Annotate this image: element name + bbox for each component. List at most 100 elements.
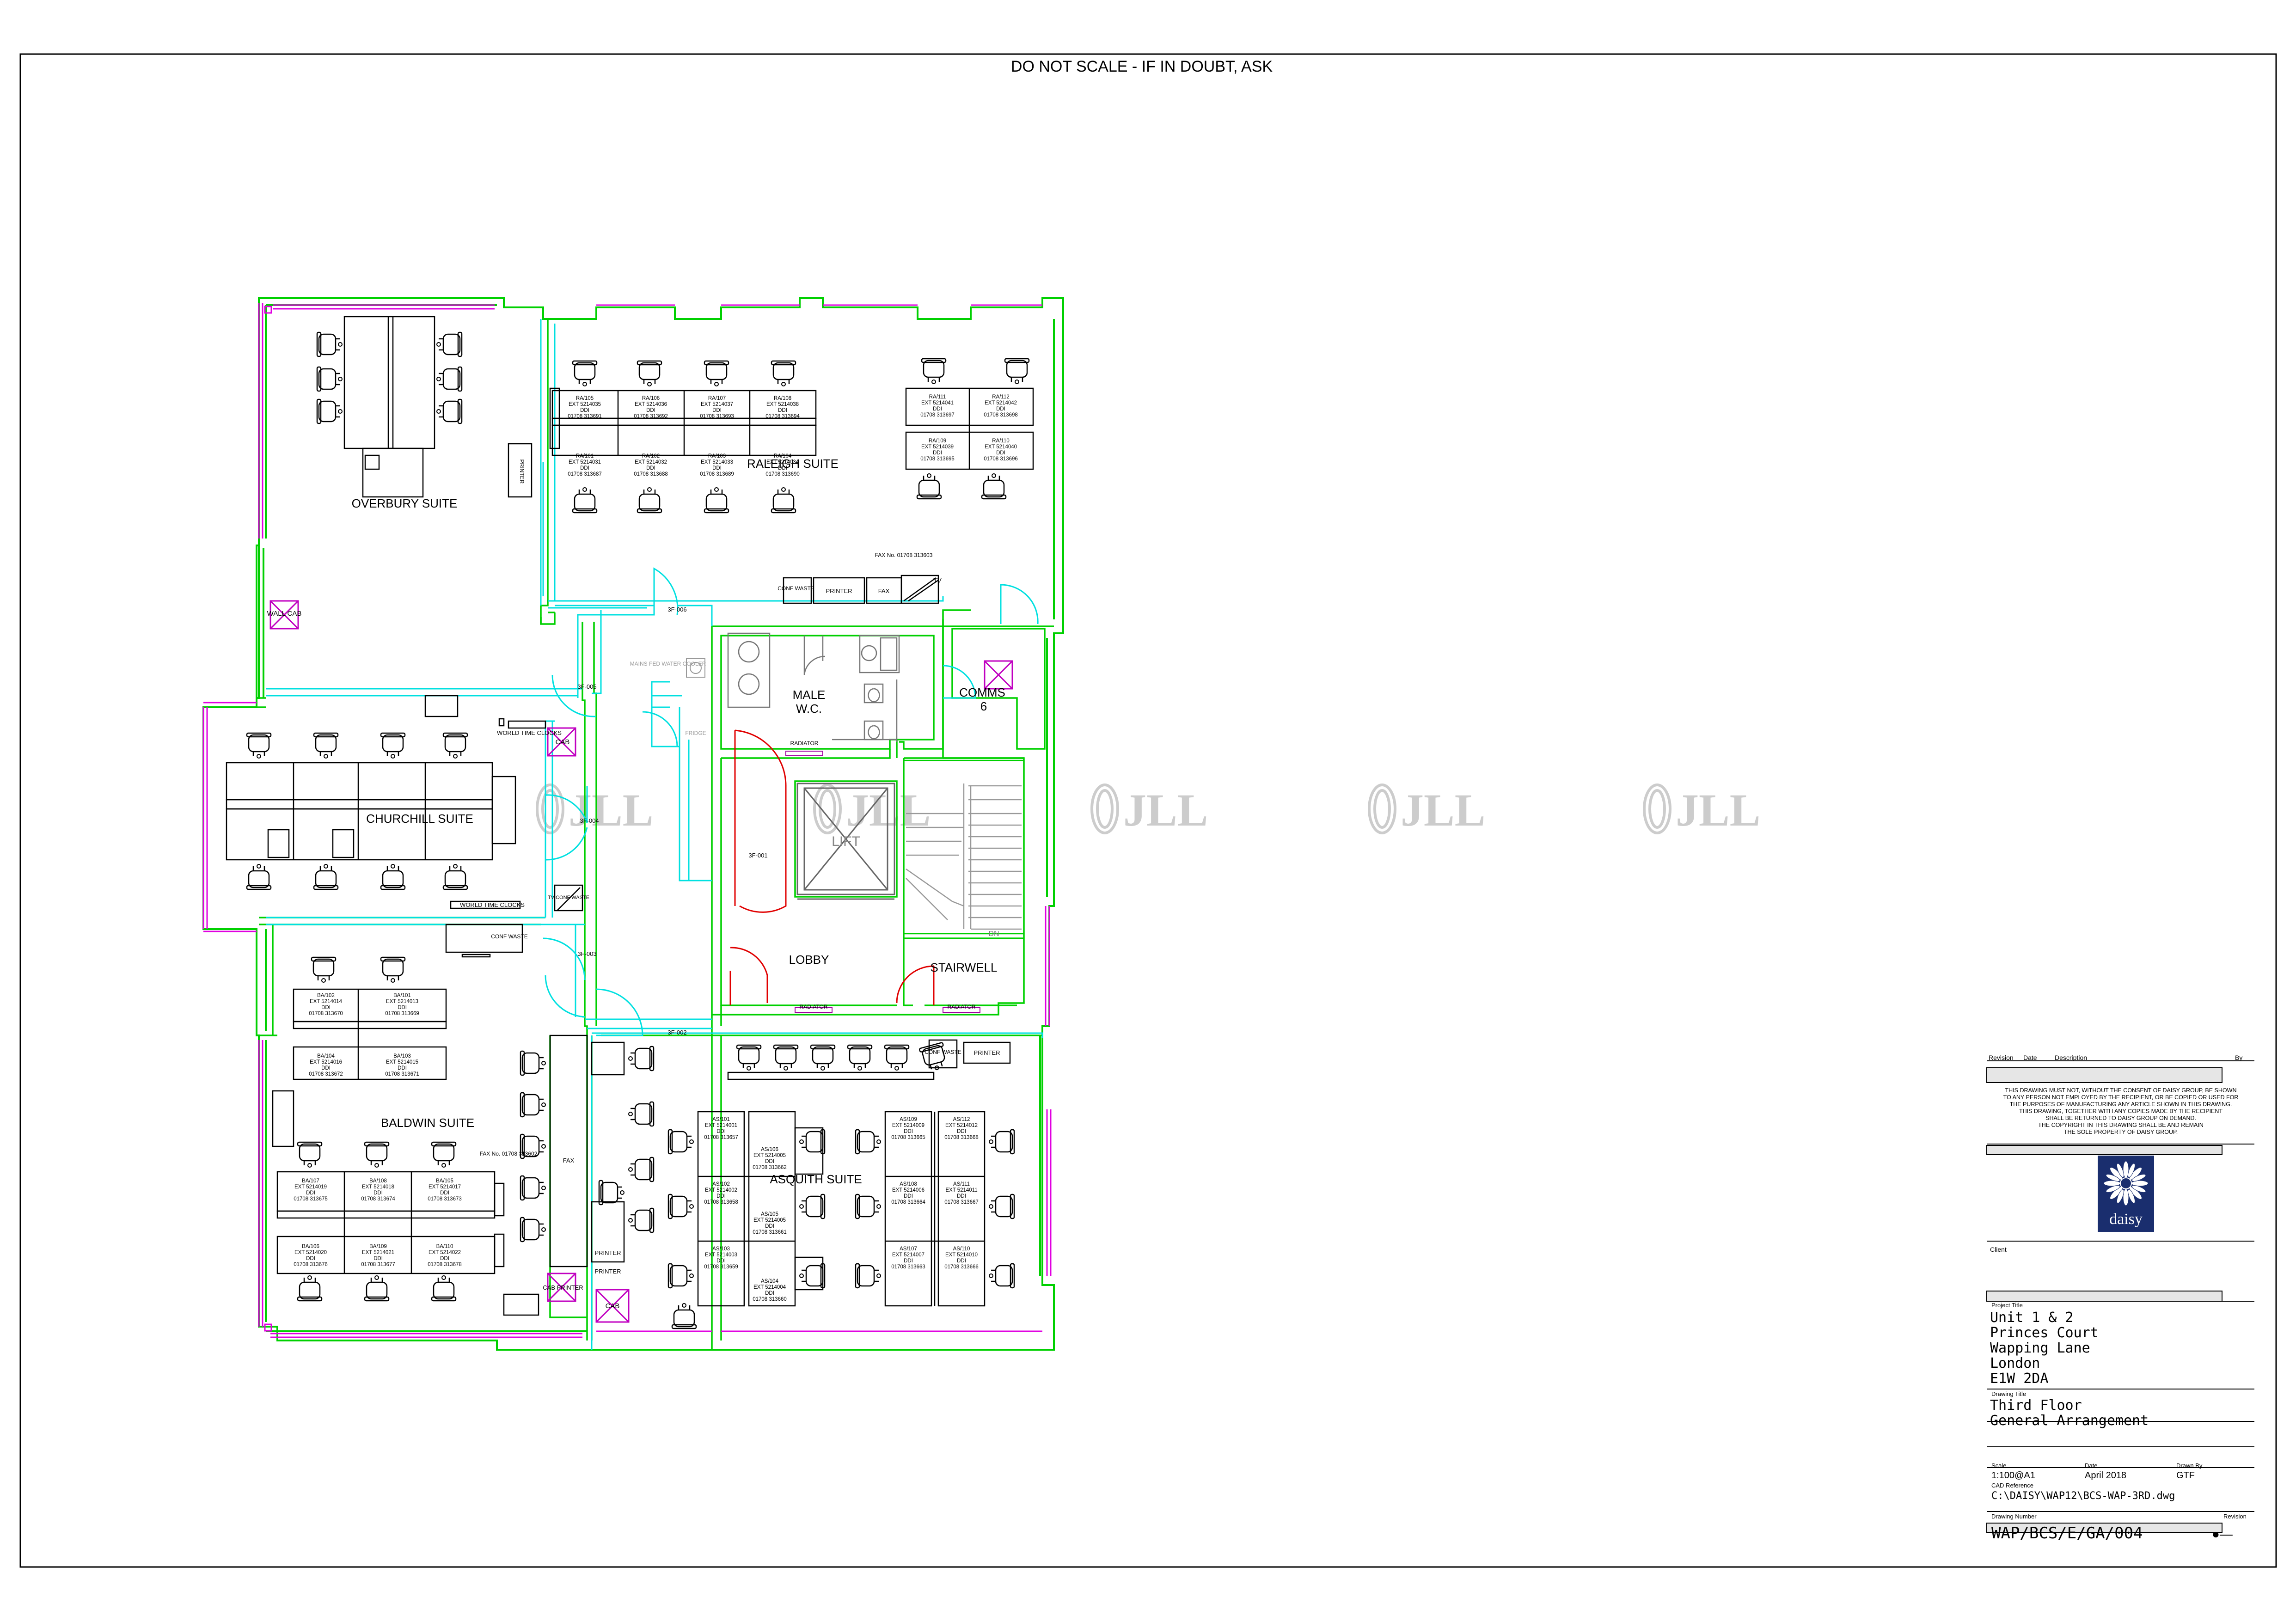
- room-stairwell: STAIRWELL: [931, 961, 998, 974]
- desk-label-line: RA/108: [774, 396, 791, 401]
- tb-drawing-title-label: Drawing Title: [1991, 1390, 2026, 1397]
- desk-label-line: RA/112: [992, 394, 1010, 400]
- watermark-logo: JLL: [536, 783, 653, 836]
- project-title-line: Wapping Lane: [1990, 1340, 2090, 1356]
- desk-label-line: DDI: [904, 1258, 913, 1264]
- desk-label-line: EXT 5214035: [569, 402, 601, 407]
- svg-text:JLL: JLL: [1676, 784, 1760, 836]
- desk-label-line: EXT 5214034: [766, 459, 799, 465]
- radiator-label: RADIATOR: [800, 1004, 828, 1010]
- tb-drawn-by-label: Drawn By: [2176, 1462, 2203, 1469]
- fax-number-label: FAX No. 01708 313603: [875, 552, 933, 558]
- asquith-furniture: [591, 1039, 1015, 1329]
- toilet-icon: [861, 645, 877, 661]
- desk-label-line: 01708 313670: [309, 1011, 343, 1016]
- disclaimer-line: THE PURPOSES OF MANUFACTURING ANY ARTICL…: [2010, 1101, 2232, 1108]
- fax-label: FAX: [878, 588, 890, 594]
- desk-label-line: DDI: [373, 1190, 383, 1196]
- desk-label-line: BA/109: [369, 1244, 387, 1249]
- desk-label-line: 01708 313662: [753, 1165, 787, 1170]
- project-title-line: Princes Court: [1990, 1325, 2099, 1341]
- wall-cab-label: WALL CAB: [267, 610, 302, 618]
- wash-basin-icon: [738, 641, 760, 663]
- desk-label-line: DDI: [716, 1129, 726, 1134]
- desk-label-line: 01708 313678: [428, 1262, 462, 1267]
- desk-label-line: 01708 313671: [385, 1071, 419, 1077]
- desk-label-line: 01708 313663: [891, 1264, 925, 1270]
- room-names: OVERBURY SUITE RALEIGH SUITE CHURCHILL S…: [352, 457, 1005, 1186]
- room-raleigh: RALEIGH SUITE: [747, 457, 839, 471]
- desk-label-line: AS/110: [953, 1246, 970, 1252]
- desk-label-line: DDI: [765, 1159, 774, 1164]
- tv-label: TV: [933, 576, 942, 584]
- desk-label-line: EXT 5214040: [985, 444, 1017, 450]
- tb-drawing-number-value: WAP/BCS/E/GA/004: [1991, 1524, 2143, 1542]
- desk-label-line: DDI: [778, 465, 787, 471]
- desk-label-line: DDI: [373, 1256, 383, 1261]
- world-time-clocks-label: WORLD TIME CLOCKS: [497, 729, 562, 736]
- desk-label-line: EXT 5214010: [945, 1252, 978, 1258]
- desk-label-line: DDI: [904, 1129, 913, 1134]
- desk-label-line: DDI: [440, 1256, 449, 1261]
- desk-label-line: 01708 313657: [704, 1135, 738, 1140]
- desk-label-line: 01708 313687: [568, 471, 602, 477]
- room-baldwin: BALDWIN SUITE: [381, 1116, 474, 1130]
- disclaimer-line: SHALL BE RETURNED TO DAISY GROUP ON DEMA…: [2045, 1115, 2196, 1121]
- desk-label-line: EXT 5214042: [985, 400, 1017, 406]
- desk-label-line: 01708 313667: [944, 1200, 979, 1205]
- desk-label-line: 01708 313688: [634, 471, 668, 477]
- cab-boxes: [269, 600, 630, 1323]
- desk-label-line: DDI: [321, 1065, 331, 1071]
- desk-label-line: EXT 5214039: [921, 444, 954, 450]
- fax-label: FAX: [563, 1157, 575, 1164]
- tb-cad-ref-label: CAD Reference: [1991, 1482, 2033, 1489]
- desk-label-line: 01708 313672: [309, 1071, 343, 1077]
- desk-label-line: EXT 5214011: [945, 1187, 977, 1193]
- desk-label-line: DDI: [712, 408, 722, 413]
- desk-label-line: RA/102: [642, 453, 660, 459]
- conf-waste-label: CONF WASTE: [491, 933, 528, 940]
- desk-label-line: 01708 313697: [920, 412, 955, 418]
- desk-label-line: AS/112: [953, 1117, 970, 1122]
- disclaimer-line: TO ANY PERSON NOT EMPLOYED BY THE RECIPI…: [2003, 1094, 2239, 1101]
- room-comms-number: 6: [980, 699, 987, 713]
- daisy-logo-text: daisy: [2109, 1211, 2143, 1228]
- desk-label-line: 01708 313676: [294, 1262, 328, 1267]
- door-id: 3F-006: [667, 606, 686, 613]
- desk-label-line: EXT 5214019: [294, 1184, 327, 1190]
- desk-label-line: RA/111: [929, 394, 946, 400]
- door-id: 3F-005: [577, 683, 596, 690]
- desk-label-line: DDI: [306, 1190, 315, 1196]
- desk-label-line: EXT 5214016: [310, 1059, 342, 1065]
- radiator-label: RADIATOR: [948, 1004, 976, 1010]
- desk-label-line: BA/107: [302, 1178, 319, 1184]
- radiator-label: RADIATOR: [790, 740, 819, 747]
- desk-label-line: 01708 313673: [428, 1196, 462, 1202]
- sheet-border: [19, 53, 2277, 1568]
- desk-label-line: EXT 5214022: [429, 1250, 461, 1255]
- project-title-line: Unit 1 & 2: [1990, 1310, 2074, 1326]
- baldwin-furniture: [272, 956, 588, 1316]
- desk-label-line: DDI: [321, 1005, 331, 1010]
- desk-label-line: BA/108: [369, 1178, 387, 1184]
- desk-label-line: DDI: [646, 408, 655, 413]
- desk-label-line: DDI: [904, 1194, 913, 1199]
- desk-label-line: AS/101: [712, 1117, 730, 1122]
- project-title-line: E1W 2DA: [1990, 1371, 2048, 1387]
- desk-label-line: 01708 313692: [634, 414, 668, 419]
- desk-label-line: EXT 5214005: [753, 1218, 786, 1223]
- cab-printer-label: CAB PRINTER: [543, 1284, 583, 1291]
- desk-label-line: EXT 5214005: [753, 1153, 786, 1158]
- desk-label-line: AS/107: [900, 1246, 917, 1252]
- fax-number-label: FAX No. 01708 313602: [480, 1151, 538, 1157]
- desk-label-line: EXT 5214031: [569, 459, 601, 465]
- desk-label-line: EXT 5214014: [310, 999, 343, 1004]
- desk-label-line: DDI: [716, 1258, 726, 1264]
- desk-label-line: DDI: [957, 1194, 966, 1199]
- door-id: 3F-002: [667, 1029, 686, 1036]
- project-title-line: London: [1990, 1355, 2040, 1371]
- desk-label-line: 01708 313690: [765, 471, 800, 477]
- desk-label-line: DDI: [716, 1194, 726, 1199]
